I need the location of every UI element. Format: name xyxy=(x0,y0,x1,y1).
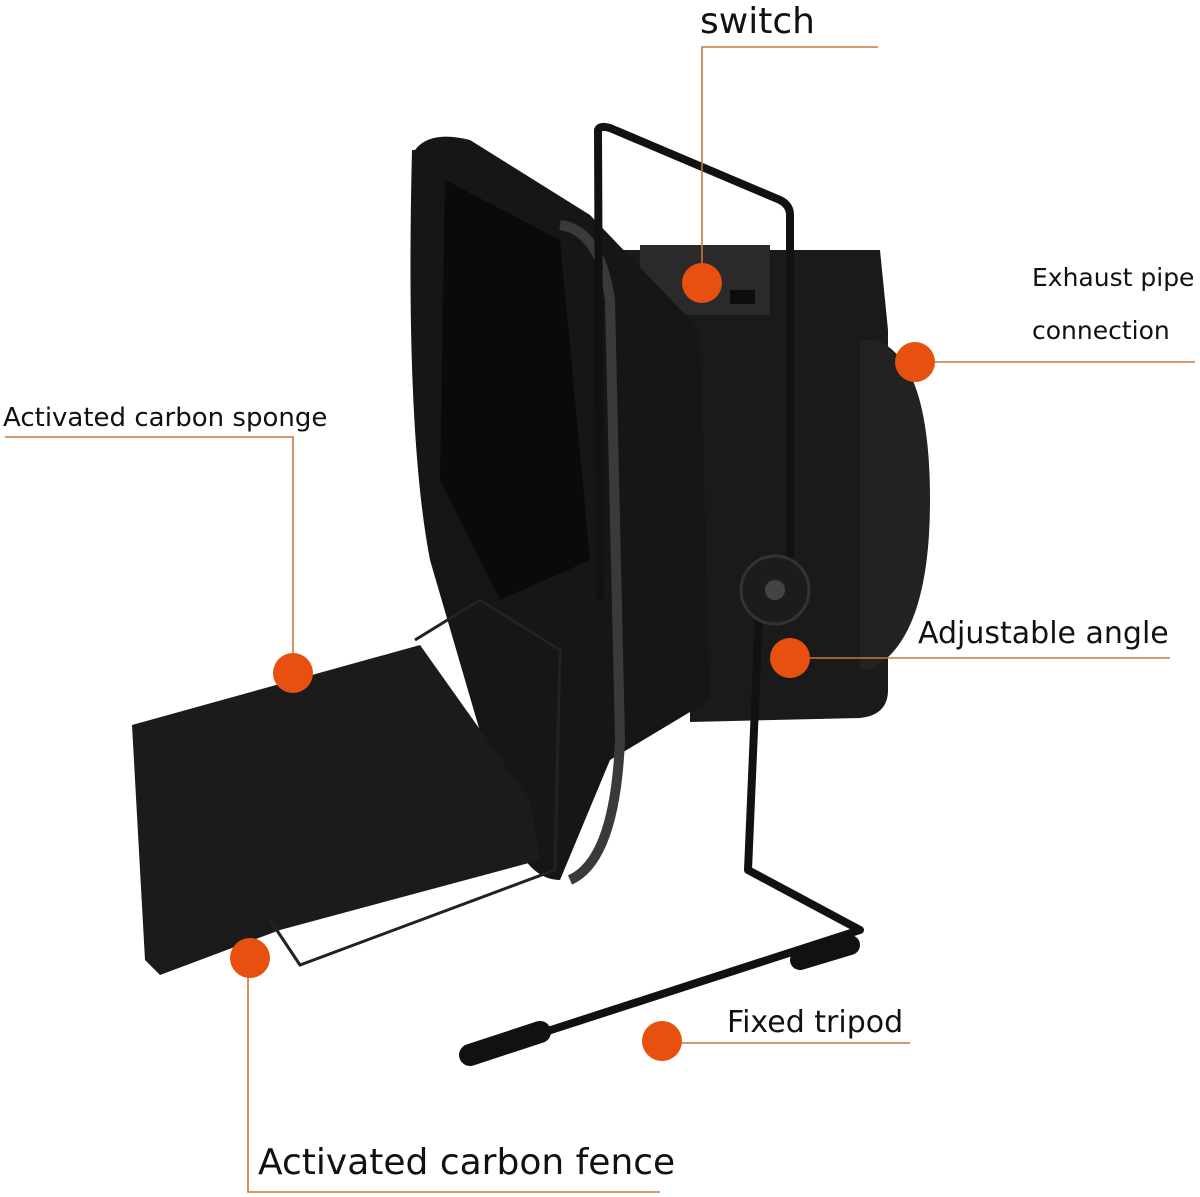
label-switch: switch xyxy=(700,1,815,42)
fan-body xyxy=(600,250,888,722)
leader-line-sponge xyxy=(5,436,294,673)
leader-line-fence xyxy=(247,958,660,1193)
carbon-fence xyxy=(268,598,562,967)
tripod-foot-back xyxy=(790,935,860,970)
callout-fixed-tripod: Fixed tripod xyxy=(642,1005,910,1061)
label-carbon-sponge: Activated carbon sponge xyxy=(3,403,327,433)
label-carbon-fence: Activated carbon fence xyxy=(258,1142,675,1183)
marker-dot-tripod xyxy=(642,1021,682,1061)
marker-dot-exhaust xyxy=(895,342,935,382)
angle-knob-center xyxy=(765,580,785,600)
tripod-foot-front xyxy=(459,1021,551,1066)
switch-icon xyxy=(730,290,755,304)
callout-adjustable-angle: Adjustable angle xyxy=(770,616,1170,678)
carbon-sponge xyxy=(132,645,540,975)
leader-line-switch xyxy=(701,46,878,283)
callout-carbon-fence: Activated carbon fence xyxy=(230,938,675,1193)
label-adjustable-angle: Adjustable angle xyxy=(918,616,1169,651)
callout-carbon-sponge: Activated carbon sponge xyxy=(3,403,327,693)
hood-inner xyxy=(440,180,590,600)
callout-switch: switch xyxy=(682,1,878,303)
label-exhaust-line2: connection xyxy=(1032,316,1170,345)
callout-exhaust-pipe: Exhaust pipe connection xyxy=(895,263,1195,382)
marker-dot-sponge xyxy=(273,653,313,693)
fume-extractor-illustration xyxy=(132,122,930,1066)
label-fixed-tripod: Fixed tripod xyxy=(727,1005,903,1040)
marker-dot-fence xyxy=(230,938,270,978)
hood-rim xyxy=(559,220,626,885)
label-exhaust-line1: Exhaust pipe xyxy=(1032,263,1194,292)
marker-dot-switch xyxy=(682,263,722,303)
marker-dot-angle xyxy=(770,638,810,678)
exhaust-port xyxy=(860,340,930,670)
handle xyxy=(518,122,864,1044)
